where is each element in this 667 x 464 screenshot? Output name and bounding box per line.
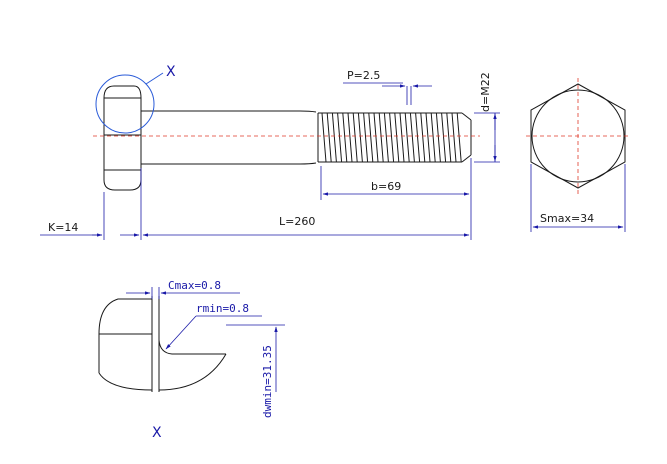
thread-crest-line [331,112,337,163]
thread-crest-line [399,112,405,163]
thread-crest-line [321,112,327,163]
thread-crest-lines [321,112,462,163]
detail-x-circle [95,74,155,134]
thread-crest-line [326,112,332,163]
thread-crest-line [378,112,384,163]
bolt-shank [141,110,317,165]
washer-face-dia-label: dwmin=31.35 [261,345,274,418]
bolt-head [103,85,142,191]
bolt-side-view: X [93,64,480,191]
thread-crest-line [363,112,369,163]
thread-crest-line [357,112,363,163]
thread-crest-line [446,112,452,163]
bolt-end-view: Smax=34 [526,78,630,232]
thread-crest-line [435,112,441,163]
thread-crest-line [352,112,358,163]
thread-crest-line [389,112,395,163]
detail-x-view: Cmax=0.8 rmin=0.8 dwmin=31.35 X [98,279,285,441]
detail-marker-label: X [166,64,176,80]
thread-crest-line [347,112,353,163]
across-flats-label: Smax=34 [540,212,594,225]
thread-crest-line [404,112,410,163]
head-height-label: K=14 [48,221,78,234]
thread-crest-line [430,112,436,163]
thread-crest-line [441,112,447,163]
dimensions-side [40,82,500,240]
chamfer-label: Cmax=0.8 [168,279,221,292]
detail-caption-label: X [152,425,162,441]
thread-diameter-label: d=M22 [479,72,492,112]
thread-crest-line [420,112,426,163]
thread-crest-line [415,112,421,163]
thread-crest-line [456,112,462,163]
thread-crest-line [394,112,400,163]
thread-crest-line [373,112,379,163]
thread-crest-line [337,112,343,163]
thread-crest-line [383,112,389,163]
fillet-radius-label: rmin=0.8 [196,302,249,315]
thread-crest-line [368,112,374,163]
bolt-thread [317,112,472,163]
thread-crest-line [342,112,348,163]
bolt-length-label: L=260 [279,215,315,228]
thread-crest-line [425,112,431,163]
thread-crest-line [451,112,457,163]
pitch-label: P=2.5 [347,69,380,82]
thread-crest-line [409,112,415,163]
hex-head-outline [530,83,626,189]
thread-length-label: b=69 [371,180,401,193]
